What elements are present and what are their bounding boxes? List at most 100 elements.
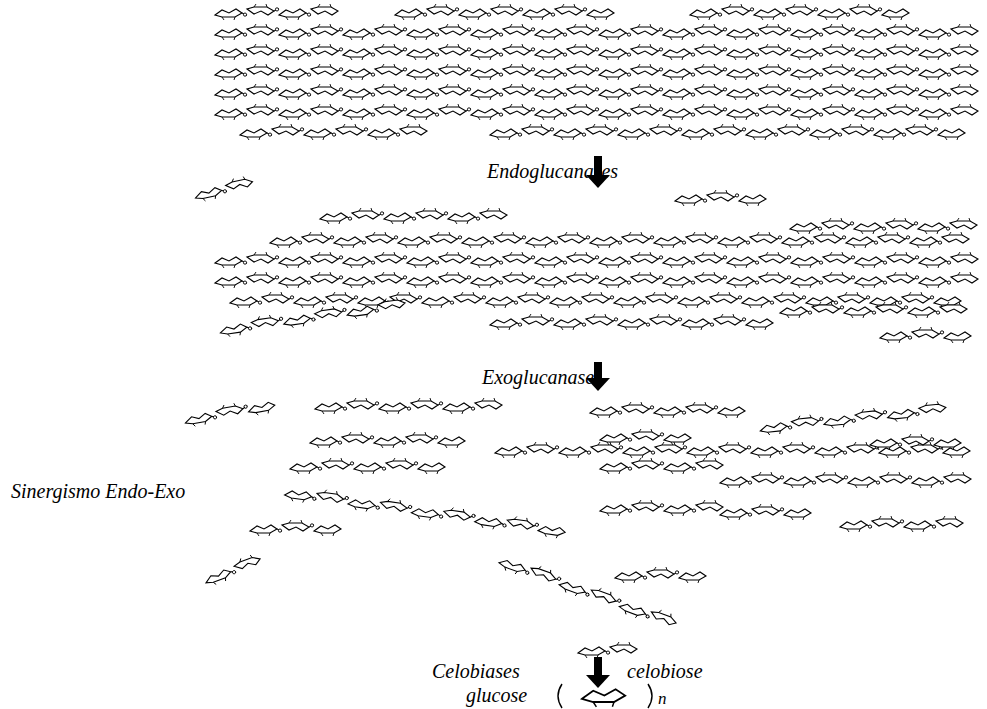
glucose-ring bbox=[848, 477, 880, 488]
ring-bond bbox=[671, 471, 684, 474]
ring-outline bbox=[247, 67, 274, 75]
ring-bond bbox=[510, 44, 523, 47]
ring-outline bbox=[582, 689, 625, 702]
ring-outline bbox=[872, 519, 899, 527]
ring-outline bbox=[727, 257, 754, 265]
ring-bond bbox=[746, 203, 759, 206]
glucose-ring bbox=[375, 104, 407, 115]
ring-outline bbox=[727, 89, 754, 97]
ring-bond bbox=[894, 44, 907, 47]
oxygen-atom bbox=[946, 227, 949, 230]
oxygen-atom bbox=[660, 433, 663, 436]
ring-bond bbox=[919, 485, 932, 488]
oxygen-atom bbox=[851, 256, 854, 259]
ring-bond bbox=[318, 272, 331, 275]
ring-outline bbox=[443, 403, 470, 411]
glucose-ring bbox=[480, 208, 507, 219]
glucose-ring bbox=[326, 292, 358, 303]
ring-bond bbox=[894, 104, 907, 107]
oxygen-atom bbox=[872, 311, 875, 314]
ring-outline bbox=[535, 257, 562, 265]
ring-bond bbox=[749, 305, 762, 308]
oxygen-atom bbox=[563, 33, 566, 36]
oxygen-atom bbox=[563, 53, 566, 56]
ring-bond bbox=[845, 292, 858, 295]
glucose-ring bbox=[919, 277, 951, 288]
glucose-ring bbox=[567, 24, 599, 35]
ring-outline bbox=[615, 572, 642, 580]
ring-outline bbox=[567, 47, 594, 55]
glucose-ring bbox=[589, 585, 623, 606]
ring-outline bbox=[247, 27, 274, 35]
oxygen-atom bbox=[467, 276, 470, 279]
oxygen-atom bbox=[904, 306, 907, 309]
glucose-ring bbox=[696, 500, 723, 511]
glucose-ring bbox=[272, 124, 304, 135]
glucose-ring bbox=[944, 332, 971, 343]
glucose-ring bbox=[783, 442, 815, 453]
ring-outline bbox=[294, 297, 321, 305]
glucose-ring bbox=[343, 69, 375, 80]
oxygen-atom bbox=[499, 281, 502, 284]
ring-outline bbox=[649, 610, 677, 627]
glucose-ring bbox=[407, 49, 439, 60]
ring-outline bbox=[384, 213, 411, 221]
ring-outline bbox=[631, 87, 658, 95]
glucose-ring bbox=[727, 277, 759, 288]
glucose-ring bbox=[710, 292, 742, 303]
glucose-ring bbox=[506, 515, 539, 530]
ring-outline bbox=[262, 295, 289, 303]
oxygen-atom bbox=[938, 241, 941, 244]
ring-bond bbox=[881, 137, 894, 140]
ring-bond bbox=[402, 17, 415, 20]
glucose-ring bbox=[742, 297, 774, 308]
glucose-ring bbox=[448, 213, 480, 224]
glucose-ring bbox=[522, 314, 554, 325]
glucose-ring bbox=[407, 109, 439, 120]
glucose-ring bbox=[279, 277, 311, 288]
oxygen-atom bbox=[692, 509, 695, 512]
glucose-ring bbox=[567, 272, 599, 283]
glucose-ring bbox=[940, 302, 967, 313]
ring-outline bbox=[695, 87, 722, 95]
ring-outline bbox=[395, 9, 422, 17]
ring-bond bbox=[478, 285, 491, 288]
ring-outline bbox=[270, 237, 297, 245]
ring-outline bbox=[538, 525, 566, 537]
ring-outline bbox=[554, 319, 581, 327]
oxygen-atom bbox=[646, 614, 650, 618]
ring-bond bbox=[598, 442, 611, 445]
glucose-ring bbox=[247, 4, 279, 15]
glucose-ring bbox=[823, 24, 855, 35]
ring-bond bbox=[861, 231, 874, 234]
ring-outline bbox=[919, 69, 946, 77]
oxygen-atom bbox=[402, 441, 405, 444]
oxygen-atom bbox=[307, 113, 310, 116]
ring-outline bbox=[783, 445, 810, 453]
ring-bond bbox=[597, 415, 610, 418]
enzyme-label: Celobiases bbox=[432, 660, 520, 682]
glucose-ring bbox=[844, 307, 876, 318]
ring-outline bbox=[655, 445, 682, 453]
oxygen-atom bbox=[423, 13, 426, 16]
ring-outline bbox=[718, 407, 745, 415]
oxygen-atom bbox=[770, 301, 773, 304]
cellulose-chain bbox=[582, 689, 625, 707]
ring-bond bbox=[886, 455, 899, 458]
ring-outline bbox=[663, 257, 690, 265]
glucose-ring bbox=[490, 129, 522, 140]
oxygen-atom bbox=[531, 256, 534, 259]
glucose-ring bbox=[535, 89, 567, 100]
glucose-ring bbox=[663, 49, 695, 60]
glucose-ring bbox=[471, 277, 503, 288]
ring-bond bbox=[753, 327, 766, 330]
ring-bond bbox=[350, 77, 363, 80]
glucose-ring bbox=[910, 237, 942, 248]
oxygen-atom bbox=[755, 261, 758, 264]
glucose-ring bbox=[535, 257, 567, 268]
ring-outline bbox=[486, 297, 513, 305]
ring-outline bbox=[823, 275, 850, 283]
oxygen-atom bbox=[531, 108, 534, 111]
oxygen-atom bbox=[851, 28, 854, 31]
oxygen-atom bbox=[550, 318, 553, 321]
